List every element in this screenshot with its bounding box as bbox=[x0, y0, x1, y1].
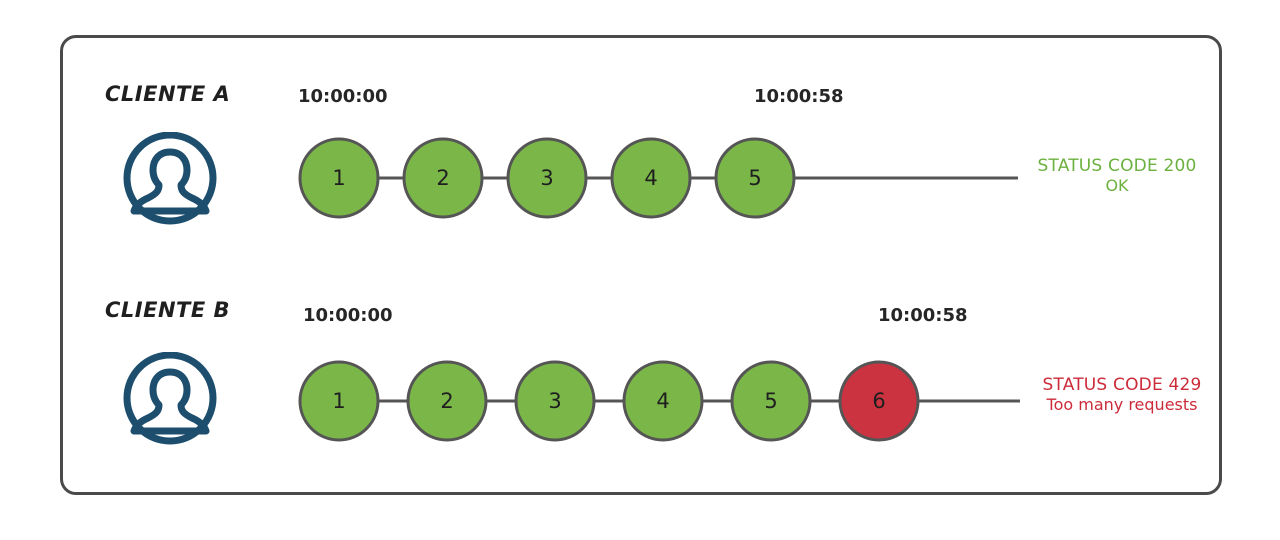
node-label: 3 bbox=[548, 389, 561, 413]
avatar-client-b bbox=[118, 351, 222, 452]
user-avatar-icon bbox=[123, 351, 217, 445]
node-circle bbox=[610, 137, 692, 219]
node-label: 3 bbox=[540, 166, 553, 190]
node-label: 2 bbox=[440, 389, 453, 413]
node-circle bbox=[298, 137, 380, 219]
node-label: 2 bbox=[436, 166, 449, 190]
timestamp-b-end: 10:00:58 bbox=[878, 305, 968, 326]
node-circle bbox=[406, 360, 488, 442]
status-b-line1: STATUS CODE 429 bbox=[1042, 375, 1202, 395]
node-circle bbox=[838, 360, 920, 442]
node-circle bbox=[514, 360, 596, 442]
avatar-client-a bbox=[118, 131, 222, 232]
status-a: STATUS CODE 200 OK bbox=[1022, 156, 1212, 195]
client-label-a: CLIENTE A bbox=[105, 82, 231, 106]
timestamp-a-end: 10:00:58 bbox=[754, 86, 844, 107]
node-circle bbox=[298, 360, 380, 442]
node-label: 1 bbox=[332, 166, 345, 190]
node-label: 5 bbox=[748, 166, 761, 190]
node-circle bbox=[730, 360, 812, 442]
node-circle bbox=[506, 137, 588, 219]
status-a-line2: OK bbox=[1105, 175, 1129, 195]
user-avatar-icon bbox=[123, 131, 217, 225]
request-node-client-b-4[interactable]: 4 bbox=[622, 360, 704, 442]
timestamp-b-start: 10:00:00 bbox=[303, 305, 393, 326]
request-node-client-b-5[interactable]: 5 bbox=[730, 360, 812, 442]
node-circle bbox=[622, 360, 704, 442]
request-node-client-b-3[interactable]: 3 bbox=[514, 360, 596, 442]
diagram-frame bbox=[60, 35, 1222, 495]
request-chain-client-a: 1 2 3 4 5 bbox=[298, 137, 1018, 219]
request-chain-client-b: 1 2 3 4 5 6 bbox=[298, 360, 1020, 442]
client-label-b: CLIENTE B bbox=[105, 298, 231, 322]
request-node-client-a-2[interactable]: 2 bbox=[402, 137, 484, 219]
request-node-client-b-6[interactable]: 6 bbox=[838, 360, 920, 442]
request-node-client-a-4[interactable]: 4 bbox=[610, 137, 692, 219]
node-label: 1 bbox=[332, 389, 345, 413]
node-circle bbox=[714, 137, 796, 219]
node-label: 4 bbox=[644, 166, 657, 190]
request-node-client-a-5[interactable]: 5 bbox=[714, 137, 796, 219]
status-a-line1: STATUS CODE 200 bbox=[1037, 156, 1197, 176]
request-node-client-a-1[interactable]: 1 bbox=[298, 137, 380, 219]
request-node-client-b-1[interactable]: 1 bbox=[298, 360, 380, 442]
request-node-client-b-2[interactable]: 2 bbox=[406, 360, 488, 442]
request-node-client-a-3[interactable]: 3 bbox=[506, 137, 588, 219]
node-circle bbox=[402, 137, 484, 219]
timestamp-a-start: 10:00:00 bbox=[298, 86, 388, 107]
node-label: 6 bbox=[872, 389, 885, 413]
status-b: STATUS CODE 429 Too many requests bbox=[1022, 375, 1222, 414]
node-label: 4 bbox=[656, 389, 669, 413]
node-label: 5 bbox=[764, 389, 777, 413]
status-b-line2: Too many requests bbox=[1046, 394, 1198, 414]
